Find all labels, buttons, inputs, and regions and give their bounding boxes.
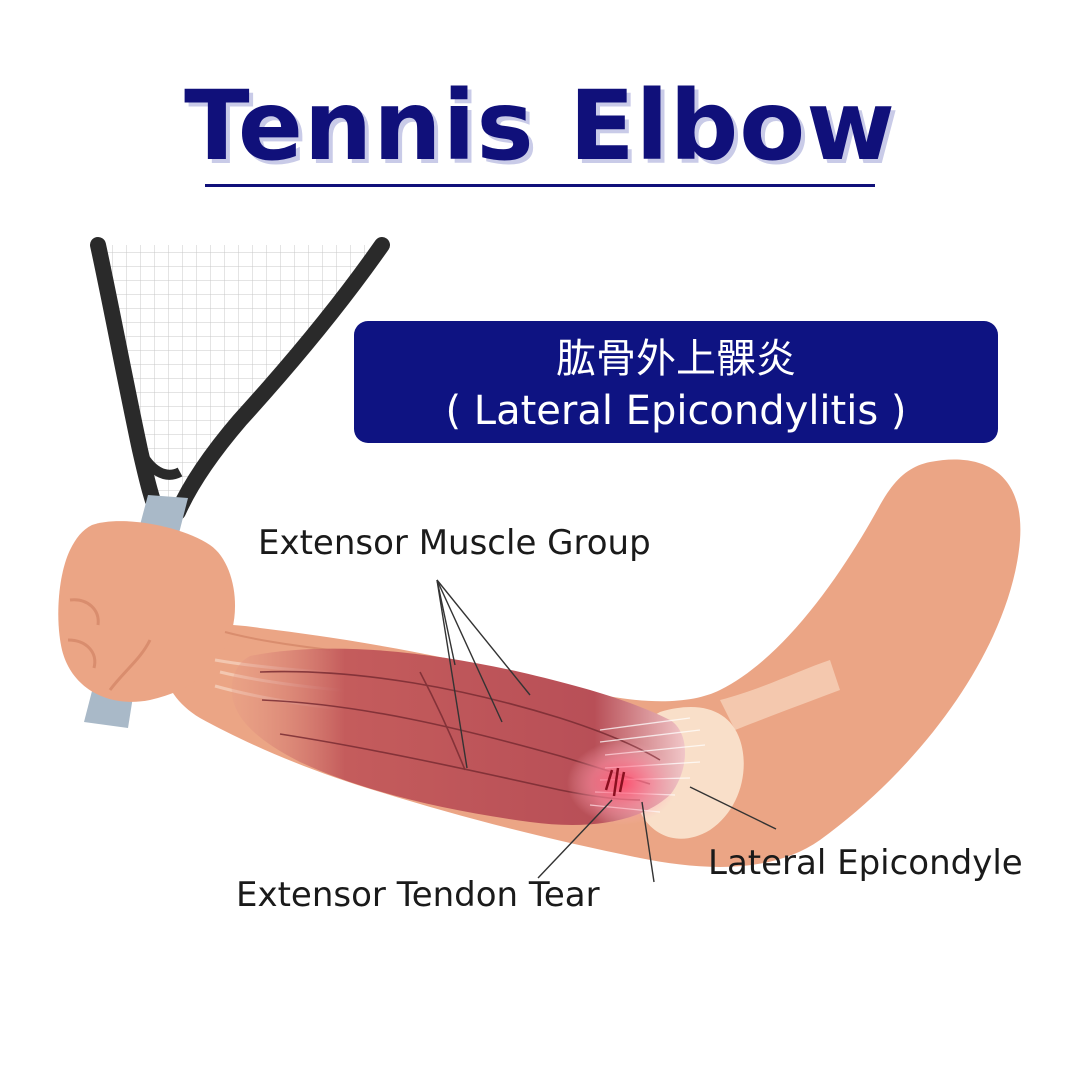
banner-chinese-title: 肱骨外上髁炎: [556, 336, 796, 382]
title-underline: [205, 184, 875, 187]
label-extensor-muscle-group: Extensor Muscle Group: [258, 523, 651, 563]
condition-banner: 肱骨外上髁炎 ( Lateral Epicondylitis ): [354, 321, 998, 443]
leader-lines: [436, 579, 777, 883]
label-lateral-epicondyle: Lateral Epicondyle: [708, 843, 1023, 883]
page-title: Tennis Elbow: [184, 70, 896, 182]
tendon-tear: [567, 741, 677, 825]
banner-english-title: ( Lateral Epicondylitis ): [445, 388, 907, 434]
label-extensor-tendon-tear: Extensor Tendon Tear: [236, 875, 600, 915]
